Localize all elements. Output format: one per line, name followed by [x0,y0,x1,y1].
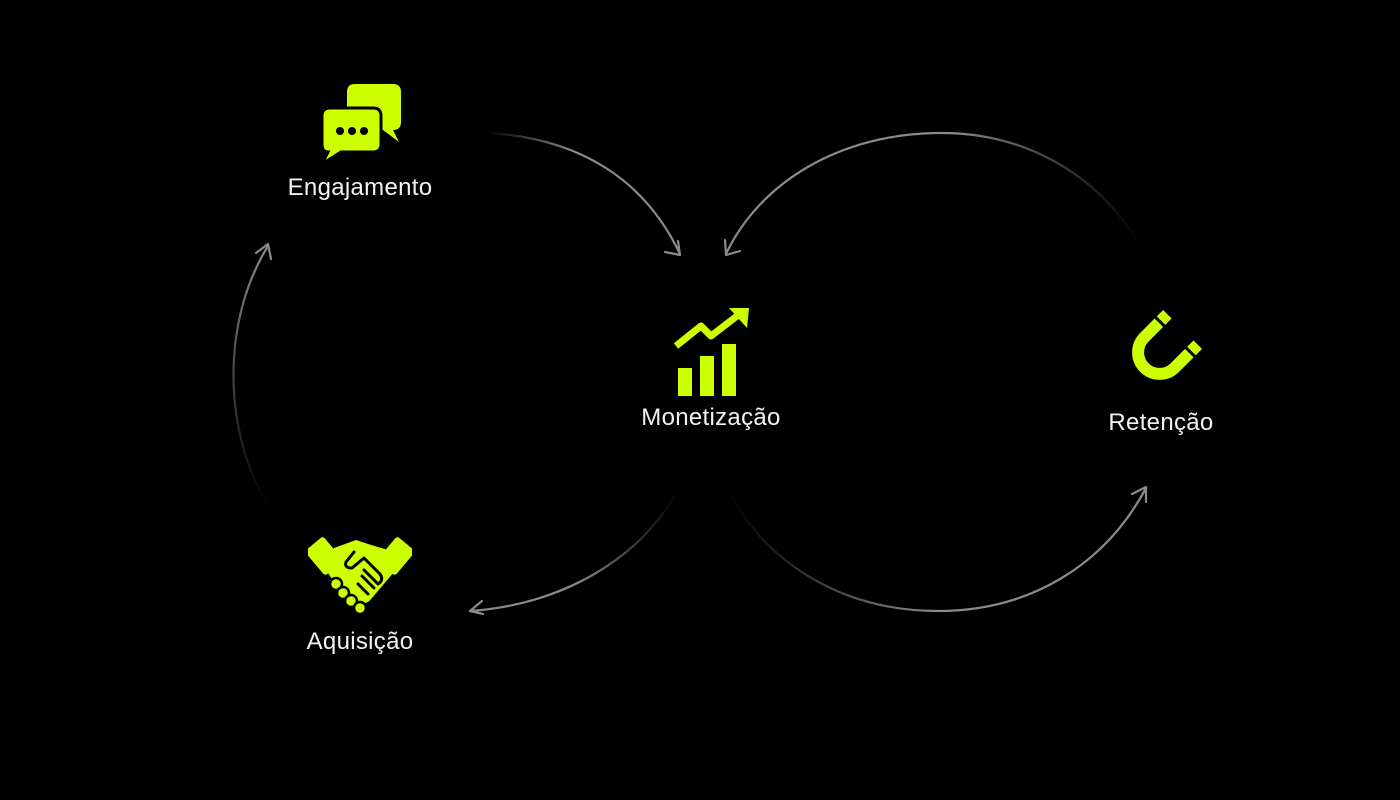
node-label-retencao: Retenção [1108,409,1214,436]
node-label-engajamento: Engajamento [287,174,433,201]
node-engajamento: Engajamento [240,80,480,202]
growth-chart-icon [673,308,749,396]
node-label-aquisicao: Aquisição [306,628,414,655]
chat-bubbles-icon [318,84,401,169]
node-monetizacao: Monetização [591,306,831,432]
arrow-aquisicao-to-engajamento [232,242,273,507]
node-aquisicao: Aquisição [240,522,480,656]
node-retencao: Retenção [1041,309,1281,437]
arrow-retencao-to-monetizacao [723,131,1142,257]
arrow-engajamento-to-monetizacao [486,131,682,257]
magnet-icon [1129,309,1206,383]
arrow-monetizacao-to-retencao [726,485,1148,613]
arrow-monetizacao-to-aquisicao [468,488,680,616]
handshake-icon [308,537,412,616]
node-label-monetizacao: Monetização [641,404,781,431]
